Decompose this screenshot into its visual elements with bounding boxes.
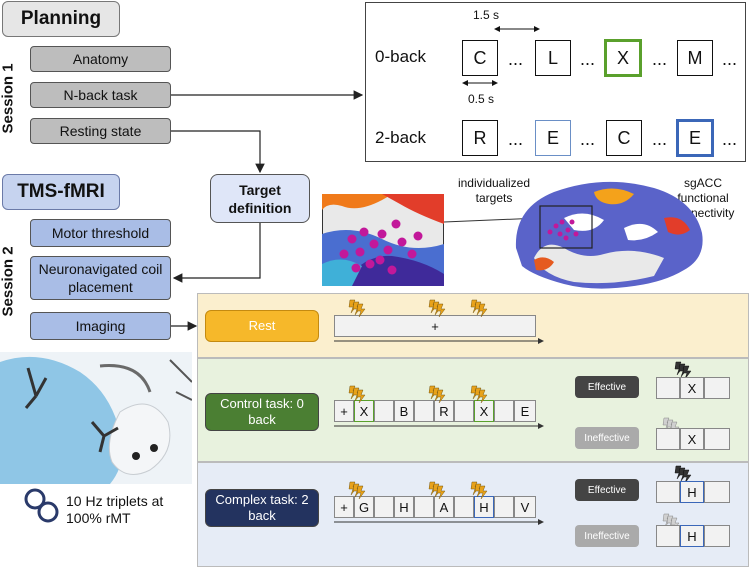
control-cell-3: B bbox=[394, 400, 414, 422]
complex-ineffective-letter: H bbox=[680, 525, 704, 547]
planning-header: Planning bbox=[2, 1, 120, 37]
outcome-cell-gap bbox=[704, 428, 730, 450]
step-nback-task: N-back task bbox=[30, 82, 171, 108]
zero-back-target-letter: X bbox=[604, 39, 642, 77]
nback-panel bbox=[365, 2, 746, 162]
zero-back-letter-2: L bbox=[535, 40, 571, 76]
tms-coil-image bbox=[0, 352, 192, 484]
rest-time-arrow bbox=[334, 338, 544, 344]
complex-ineffective-badge: Ineffective bbox=[575, 525, 639, 547]
control-cell-gap bbox=[494, 400, 514, 422]
complex-cell-gap bbox=[374, 496, 394, 518]
complex-cell-gap bbox=[414, 496, 434, 518]
ellipsis: ... bbox=[508, 129, 524, 149]
control-task-label: Control task: 0 back bbox=[205, 393, 319, 431]
control-time-arrow bbox=[334, 423, 544, 429]
pulse-icon bbox=[471, 300, 487, 317]
complex-cell-4: A bbox=[434, 496, 454, 518]
ellipsis: ... bbox=[508, 49, 524, 69]
step-motor-threshold: Motor threshold bbox=[30, 219, 171, 247]
control-cell-4: R bbox=[434, 400, 454, 422]
control-cell-gap bbox=[374, 400, 394, 422]
ellipsis: ... bbox=[722, 129, 738, 149]
pulse-icon bbox=[349, 300, 365, 317]
interval-arrow bbox=[494, 26, 540, 32]
control-cell-gap bbox=[414, 400, 434, 422]
stimulation-parameters: 10 Hz triplets at 100% rMT bbox=[66, 493, 164, 526]
figure-eight-coil-icon bbox=[24, 488, 59, 523]
complex-cell-1: + bbox=[334, 496, 354, 518]
control-effective-badge: Effective bbox=[575, 376, 639, 398]
complex-time-arrow bbox=[334, 519, 544, 525]
outcome-cell-gap bbox=[704, 377, 730, 399]
target-zoom-image bbox=[322, 194, 444, 286]
pulse-icon bbox=[429, 482, 445, 499]
complex-task-label: Complex task: 2 back bbox=[205, 489, 319, 527]
target-definition-box: Target definition bbox=[210, 174, 310, 223]
ellipsis: ... bbox=[580, 49, 596, 69]
arrow-rest-to-target bbox=[171, 130, 265, 174]
pulse-icon bbox=[471, 482, 487, 499]
step-anatomy: Anatomy bbox=[30, 46, 171, 72]
ellipsis: ... bbox=[652, 129, 668, 149]
ellipsis: ... bbox=[722, 49, 738, 69]
complex-cell-3: H bbox=[394, 496, 414, 518]
step-imaging: Imaging bbox=[30, 312, 171, 340]
rest-timeline-cell: + bbox=[334, 315, 536, 337]
outcome-cell-gap bbox=[656, 428, 680, 450]
outcome-cell-gap bbox=[656, 525, 680, 547]
zero-back-label: 0-back bbox=[375, 47, 427, 66]
interval-label: 1.5 s bbox=[473, 8, 500, 22]
complex-effective-letter: H bbox=[680, 481, 704, 503]
complex-cell-2: G bbox=[354, 496, 374, 518]
two-back-letter-3: C bbox=[606, 120, 642, 156]
tms-fmri-header: TMS-fMRI bbox=[2, 174, 120, 210]
duration-arrow bbox=[462, 80, 498, 86]
pulse-icon bbox=[429, 300, 445, 317]
rest-condition-label: Rest bbox=[205, 310, 319, 342]
control-cell-2: X bbox=[354, 400, 374, 422]
two-back-target-letter: E bbox=[676, 119, 714, 157]
outcome-cell-gap bbox=[704, 525, 730, 547]
step-coil-placement: Neuronavigated coil placement bbox=[30, 256, 171, 300]
control-effective-letter: X bbox=[680, 377, 704, 399]
pulse-icon bbox=[349, 386, 365, 403]
complex-cell-gap bbox=[454, 496, 474, 518]
two-back-label: 2-back bbox=[375, 128, 427, 147]
control-cell-gap bbox=[454, 400, 474, 422]
two-back-letter-2: E bbox=[535, 120, 571, 156]
ellipsis: ... bbox=[580, 129, 596, 149]
pulse-icon bbox=[349, 482, 365, 499]
control-ineffective-letter: X bbox=[680, 428, 704, 450]
arrow-target-to-coil bbox=[172, 223, 261, 283]
zero-back-letter-4: M bbox=[677, 40, 713, 76]
complex-cell-5: H bbox=[474, 496, 494, 518]
complex-cell-gap bbox=[494, 496, 514, 518]
step-resting-state: Resting state bbox=[30, 118, 171, 144]
outcome-cell-gap bbox=[656, 481, 680, 503]
control-ineffective-badge: Ineffective bbox=[575, 427, 639, 449]
individualized-targets-label: individualized targets bbox=[457, 176, 531, 205]
control-cell-6: E bbox=[514, 400, 536, 422]
complex-cell-6: V bbox=[514, 496, 536, 518]
pulse-icon bbox=[471, 386, 487, 403]
two-back-letter-1: R bbox=[462, 120, 498, 156]
outcome-cell-gap bbox=[656, 377, 680, 399]
ellipsis: ... bbox=[652, 49, 668, 69]
outcome-cell-gap bbox=[704, 481, 730, 503]
complex-effective-badge: Effective bbox=[575, 479, 639, 501]
brain-image bbox=[444, 181, 703, 289]
duration-label: 0.5 s bbox=[468, 92, 495, 106]
control-cell-1: + bbox=[334, 400, 354, 422]
zero-back-letter-1: C bbox=[462, 40, 498, 76]
control-cell-5: X bbox=[474, 400, 494, 422]
pulse-icon bbox=[429, 386, 445, 403]
target-dots bbox=[339, 219, 423, 275]
